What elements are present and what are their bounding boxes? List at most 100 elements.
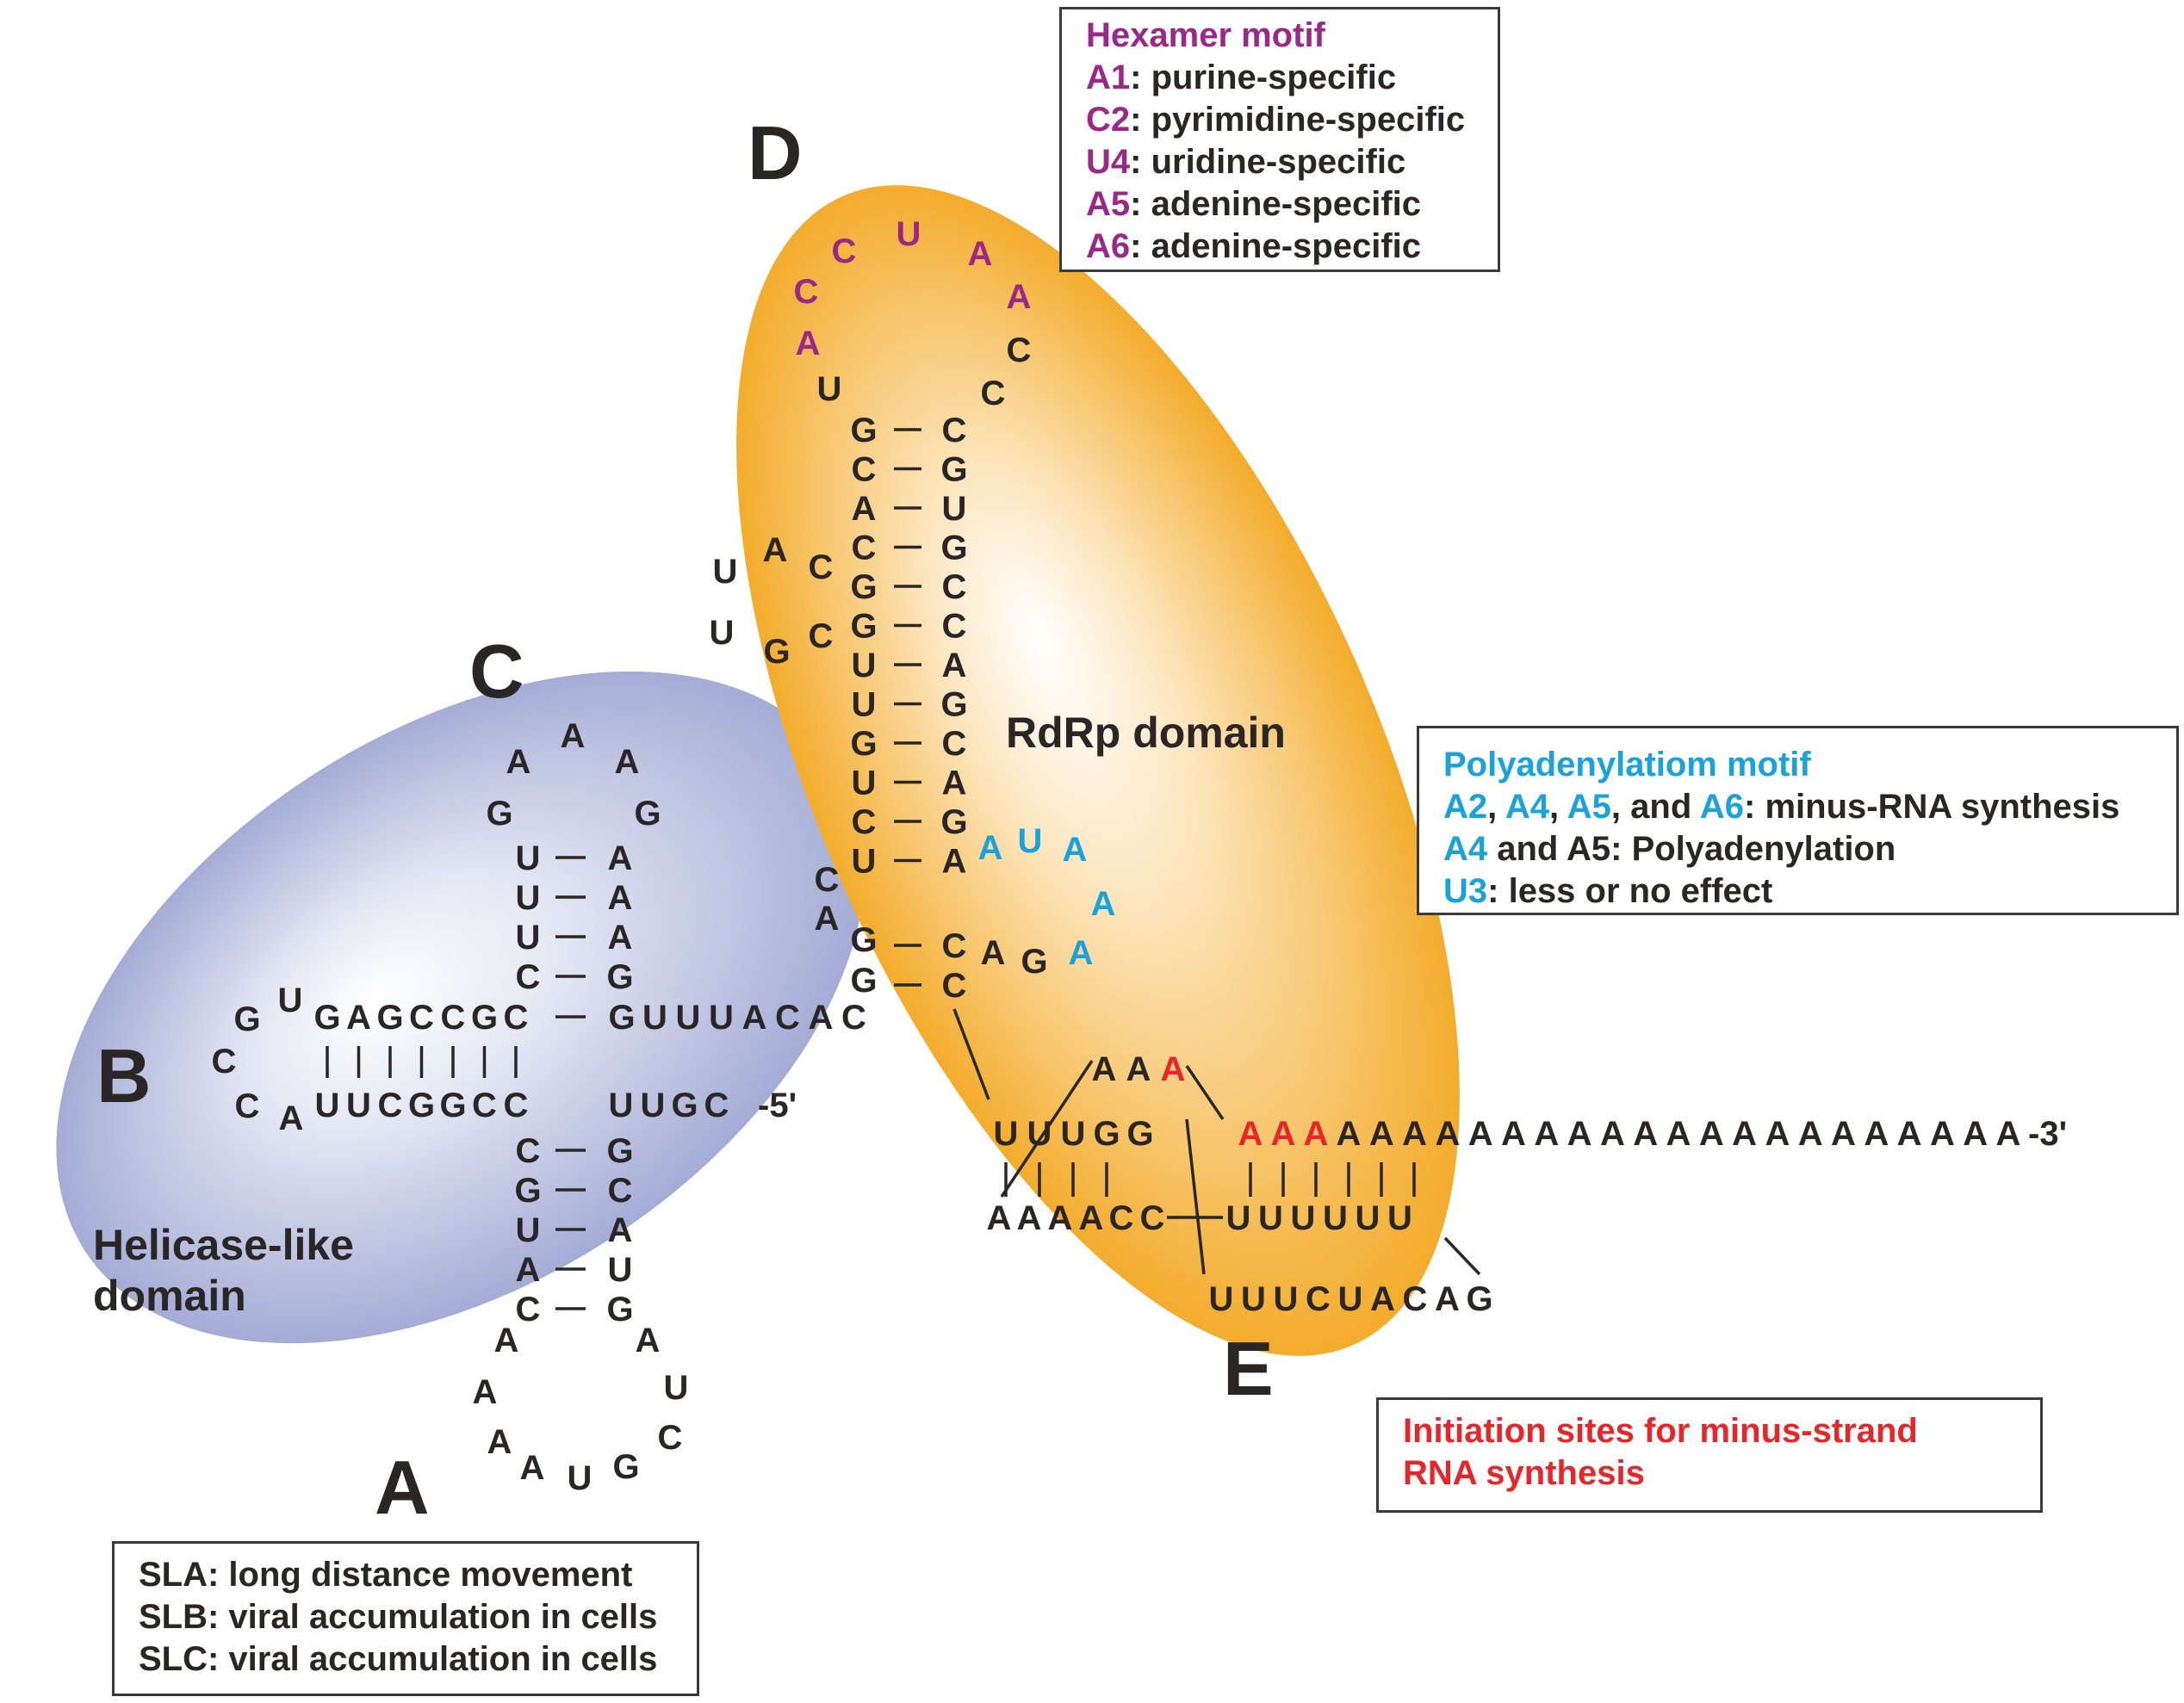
initiation-sites-box: Initiation sites for minus-strand RNA sy… bbox=[1376, 1397, 2043, 1513]
e-lower-strand-nucleotide: C bbox=[1306, 1280, 1331, 1318]
helicase-like-domain-region bbox=[56, 671, 866, 1344]
polya-tail-nucleotide: A bbox=[1864, 1115, 1889, 1153]
b-bottom-nucleotide: U bbox=[315, 1087, 340, 1124]
e-lower-strand-nucleotide: U bbox=[1274, 1280, 1299, 1318]
d-side-loop-nucleotide: C bbox=[809, 548, 834, 586]
polya-tail-nucleotide: A bbox=[1501, 1115, 1526, 1153]
d-stem-left-nucleotide: U bbox=[852, 647, 877, 684]
region-label-b: B bbox=[96, 1033, 152, 1118]
polya-loop-nucleotide: A bbox=[1069, 934, 1094, 972]
polya-tail-nucleotide: A bbox=[1732, 1115, 1757, 1153]
b-bottom-nucleotide: C bbox=[504, 1087, 529, 1124]
d-stem-right-nucleotide: U bbox=[942, 490, 967, 528]
polya-tail-nucleotide: A bbox=[1633, 1115, 1658, 1153]
e-lower-strand-nucleotide: A bbox=[1370, 1280, 1395, 1318]
initiation-nucleotide: A bbox=[1304, 1115, 1329, 1153]
hexamer-item: A6: adenine-specific bbox=[1086, 227, 1422, 265]
a-loop-nucleotide: C bbox=[658, 1419, 683, 1457]
c-stem-left-nucleotide: C bbox=[516, 958, 541, 996]
c-stem-left-nucleotide: U bbox=[516, 879, 541, 917]
d-stem-right-nucleotide: C bbox=[942, 725, 967, 763]
d-stem-right-nucleotide: G bbox=[940, 803, 967, 841]
d-stem-left-nucleotide: C bbox=[852, 803, 877, 841]
rdrp-domain-label: RdRp domain bbox=[1006, 709, 1286, 757]
b-loop-nucleotide: C bbox=[235, 1087, 260, 1125]
e-bottom-right-nucleotide: U bbox=[1323, 1199, 1348, 1237]
polya-tail-nucleotide: A bbox=[1963, 1115, 1988, 1153]
initiation-line-1: Initiation sites for minus-strand bbox=[1403, 1412, 1918, 1450]
hexamer-loop-nucleotide: U bbox=[897, 215, 921, 253]
strand-line bbox=[952, 1008, 990, 1100]
d-stem-right-nucleotide: A bbox=[942, 765, 967, 802]
d-side-loop-nucleotide: U bbox=[713, 553, 738, 591]
d-side-loop-nucleotide: G bbox=[763, 633, 790, 671]
sl-line: SLB: viral accumulation in cells bbox=[139, 1598, 658, 1636]
five-prime-nucleotide: C bbox=[704, 1087, 729, 1124]
e-lower-strand-nucleotide: U bbox=[1338, 1280, 1363, 1318]
e-bottom-right-nucleotide: U bbox=[1356, 1199, 1381, 1237]
polya-tail-nucleotide: A bbox=[1468, 1115, 1493, 1153]
stem-loop-function-box: SLA: long distance movement SLB: viral a… bbox=[112, 1541, 699, 1696]
helicase-domain-label-line1: Helicase-like bbox=[93, 1221, 354, 1269]
a-loop-nucleotide: U bbox=[568, 1459, 593, 1497]
c-loop-nucleotide: G bbox=[486, 795, 512, 833]
hexamer-motif-title: Hexamer motif bbox=[1086, 16, 1325, 54]
b-loop-nucleotide: U bbox=[278, 982, 303, 1019]
hexamer-item: A1: purine-specific bbox=[1086, 59, 1397, 96]
b-bottom-nucleotide: U bbox=[346, 1087, 371, 1124]
polya-line-1: A2, A4, A5, and A6: minus-RNA synthesis bbox=[1443, 788, 2120, 826]
b-loop-nucleotide: C bbox=[212, 1043, 237, 1081]
b-top-nucleotide: G bbox=[313, 999, 340, 1037]
a-stem-left-nucleotide: U bbox=[516, 1211, 541, 1249]
e-aaa-nucleotide: A bbox=[1161, 1050, 1186, 1088]
polya-loop-nucleotide: A bbox=[1091, 885, 1116, 923]
d-junction-left-nucleotide: G bbox=[850, 921, 877, 959]
e-lower-strand-nucleotide: G bbox=[1466, 1280, 1492, 1318]
e-top-left-nucleotide: U bbox=[994, 1115, 1019, 1153]
strand-nucleotide: C bbox=[841, 999, 866, 1037]
polya-tail-nucleotide: A bbox=[1567, 1115, 1592, 1153]
d-stem-left-nucleotide: G bbox=[850, 725, 877, 763]
polyadenylation-motif-box: Polyadenylatiom motif A2, A4, A5, and A6… bbox=[1417, 726, 2179, 915]
region-label-d: D bbox=[748, 110, 803, 195]
initiation-line-2: RNA synthesis bbox=[1403, 1454, 1645, 1492]
polya-loop-nucleotide: A bbox=[1063, 831, 1088, 869]
d-junction-left-nucleotide: C bbox=[815, 861, 840, 899]
polya-tail-nucleotide: A bbox=[1337, 1115, 1362, 1153]
a-stem-left-nucleotide: A bbox=[516, 1251, 541, 1289]
polya-loop-nucleotide: G bbox=[1021, 943, 1047, 981]
d-junction-left-nucleotide: A bbox=[815, 900, 840, 938]
c-loop-nucleotide: G bbox=[634, 795, 661, 833]
hexamer-item: A5: adenine-specific bbox=[1086, 185, 1422, 223]
five-prime-nucleotide: U bbox=[609, 1087, 634, 1124]
rdrp-domain-region bbox=[736, 185, 1460, 1356]
d-stem-right-nucleotide: G bbox=[940, 451, 967, 489]
b-loop-nucleotide: A bbox=[279, 1099, 304, 1137]
hexamer-loop-nucleotide: U bbox=[817, 370, 842, 408]
d-stem-left-nucleotide: U bbox=[852, 843, 877, 881]
strand-line bbox=[1185, 1118, 1206, 1275]
polya-tail-nucleotide: A bbox=[1699, 1115, 1724, 1153]
b-bottom-nucleotide: C bbox=[472, 1087, 497, 1124]
d-side-loop-nucleotide: C bbox=[809, 617, 834, 655]
strand-nucleotide: G bbox=[608, 999, 635, 1037]
c-loop-nucleotide: A bbox=[561, 717, 586, 755]
d-stem-right-nucleotide: G bbox=[940, 529, 967, 567]
strand-line bbox=[1443, 1236, 1481, 1276]
hexamer-item: C2: pyrimidine-specific bbox=[1086, 101, 1466, 139]
c-stem-right-nucleotide: G bbox=[606, 958, 633, 996]
c-stem-right-nucleotide: A bbox=[608, 839, 633, 877]
e-bottom-right-nucleotide: U bbox=[1258, 1199, 1283, 1237]
e-bottom-right-nucleotide: U bbox=[1291, 1199, 1316, 1237]
d-side-loop-nucleotide: A bbox=[763, 531, 788, 569]
a-stem-right-nucleotide: G bbox=[606, 1291, 633, 1328]
a-loop-nucleotide: A bbox=[494, 1322, 519, 1359]
d-stem-left-nucleotide: G bbox=[850, 568, 877, 606]
b-top-nucleotide: C bbox=[441, 999, 466, 1037]
e-bottom-right-nucleotide: U bbox=[1226, 1199, 1251, 1237]
d-junction-right-nucleotide: C bbox=[942, 967, 967, 1005]
d-stem-left-nucleotide: C bbox=[852, 451, 877, 489]
d-stem-left-nucleotide: C bbox=[852, 529, 877, 567]
